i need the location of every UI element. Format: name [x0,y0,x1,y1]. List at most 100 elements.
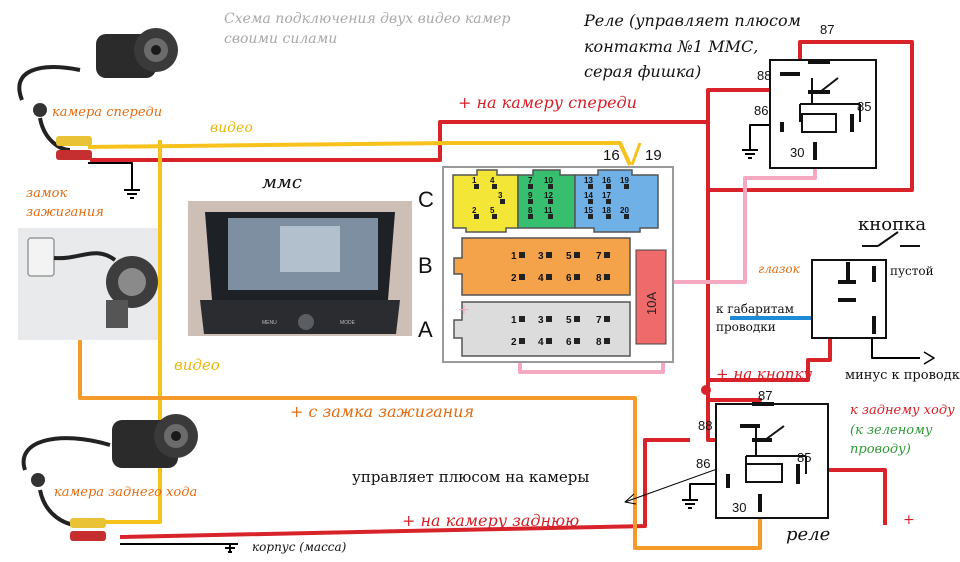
wire-yellow-video-rear [100,140,162,524]
empty-label: пустой [890,264,934,278]
pin-a4: 4 [538,337,544,348]
rear-camera-label: камера заднего хода [54,485,198,500]
pink-plus-label: + [458,302,470,318]
ground-symbols [124,149,758,553]
pin-c16: 16 [602,176,611,185]
relay-top-pin-86: 86 [754,103,769,118]
front-camera-label: камера спереди [52,105,163,120]
pin-a3: 3 [538,315,544,326]
junction-dot [701,385,711,395]
wire-red-rear-camera [119,438,690,539]
pin-b2: 2 [511,273,517,284]
mms-label: ммс [262,172,302,193]
pin-c13: 13 [584,176,593,185]
pin-b4: 4 [538,273,544,284]
wire-yellow-video-front [87,141,632,166]
diagram-title-line1: Схема подключения двух видео камер [224,11,511,27]
relay-top-pin-30: 30 [790,145,805,160]
display-mode-label: MODE [340,320,356,326]
relay-bottom [715,402,829,519]
wire-red-relay-bottom-87 [708,398,762,402]
row-b-label: B [418,253,433,278]
wire-black-relay-bottom-86 [689,483,720,500]
pin-c10: 10 [544,176,553,185]
ignition-lock-label-1: замок [26,186,68,201]
relay-top-label-2: контакта №1 ММС, [584,37,759,56]
pin-19-label: 19 [645,147,662,164]
pin-squares [474,184,629,344]
pin-a6: 6 [566,337,572,348]
pin-c20: 20 [620,206,629,215]
eyelet-label: глазок [758,262,800,276]
relay-top-label-1: Реле (управляет плюсом [584,11,801,30]
arrow-controls-head [624,493,637,505]
relay-top-pin-87: 87 [820,22,835,37]
pin-a8: 8 [596,337,602,348]
wire-red-relay-top-87 [706,40,914,192]
wire-black-ground-front [88,162,133,190]
wire-red-front-camera [90,120,708,162]
plus-to-button-label: + на кнопку [716,365,813,383]
pin-a5: 5 [566,315,572,326]
pin-b6: 6 [566,273,572,284]
video-top-label: видео [210,120,253,136]
wire-orange-ignition [78,330,762,550]
relay-top-pin-85: 85 [857,99,872,114]
pin-c2: 2 [472,206,477,215]
relay-bottom-pin-87: 87 [758,388,773,403]
pin-a1: 1 [511,315,517,326]
pin-c9: 9 [528,191,533,200]
connector-ab-labels: 1 3 5 7 2 4 6 8 1 3 5 7 2 4 6 8 [511,251,602,348]
pin-c19: 19 [620,176,629,185]
pin-c14: 14 [584,191,593,200]
row-c-label: C [418,187,434,212]
pin-b5: 5 [566,251,572,262]
pin-b7: 7 [596,251,602,262]
plus-ignition-label: + с замка зажигания [290,402,475,421]
wire-red-reverse [820,468,887,525]
fuse-label: 10A [644,292,659,315]
wire-pink-relay-30 [518,160,817,374]
to-reverse-label-3: проводу) [850,442,911,457]
minus-wiring-label: минус к проводке [845,368,960,383]
connector-pin-labels: 1 4 2 5 3 7 10 8 11 9 12 13 16 19 14 17 … [472,176,629,215]
plus-front-camera-label: + на камеру спереди [458,93,637,112]
row-a-label: A [418,317,433,342]
pin-c15: 15 [584,206,593,215]
display-menu-label: MENU [262,320,277,326]
front-camera [17,28,178,160]
pin-c1: 1 [472,176,477,185]
pin-c4: 4 [490,176,495,185]
rear-camera [21,414,198,541]
pin-c5: 5 [490,206,495,215]
wires [78,40,935,552]
wire-black-ground-rear [120,543,231,552]
mms-display: MENU MODE [188,201,412,336]
relay-top-pin-88: 88 [757,68,772,83]
pin-16-label: 16 [603,147,620,164]
video-left-label: видео [174,356,220,374]
relay-bottom-pin-85: 85 [797,450,812,465]
relay-top [769,59,877,169]
pin-b1: 1 [511,251,517,262]
diagram-title-line2: своими силами [224,31,338,47]
relay-bottom-pin-86: 86 [696,456,711,471]
pin-c18: 18 [602,206,611,215]
relay-bottom-pin-30: 30 [732,500,747,515]
to-markers-label-2: проводки [716,320,776,334]
iso-connector [442,166,674,363]
plus-rear-camera-label: + на камеру заднюю [402,511,580,530]
relay-bottom-pin-88: 88 [698,418,713,433]
to-reverse-label-2: (к зеленому [850,423,933,438]
wire-yellow-video-front-b [630,142,642,166]
to-reverse-label-1: к заднему ходу [850,403,955,418]
ignition-lock-label-2: зажигания [26,205,104,220]
relay-bottom-label: реле [786,524,831,545]
relay-top-label-3: серая фишка) [584,62,702,81]
pin-a7: 7 [596,315,602,326]
button-label: кнопка [858,214,927,235]
ground-body-label: корпус (масса) [252,540,347,554]
pin-b8: 8 [596,273,602,284]
